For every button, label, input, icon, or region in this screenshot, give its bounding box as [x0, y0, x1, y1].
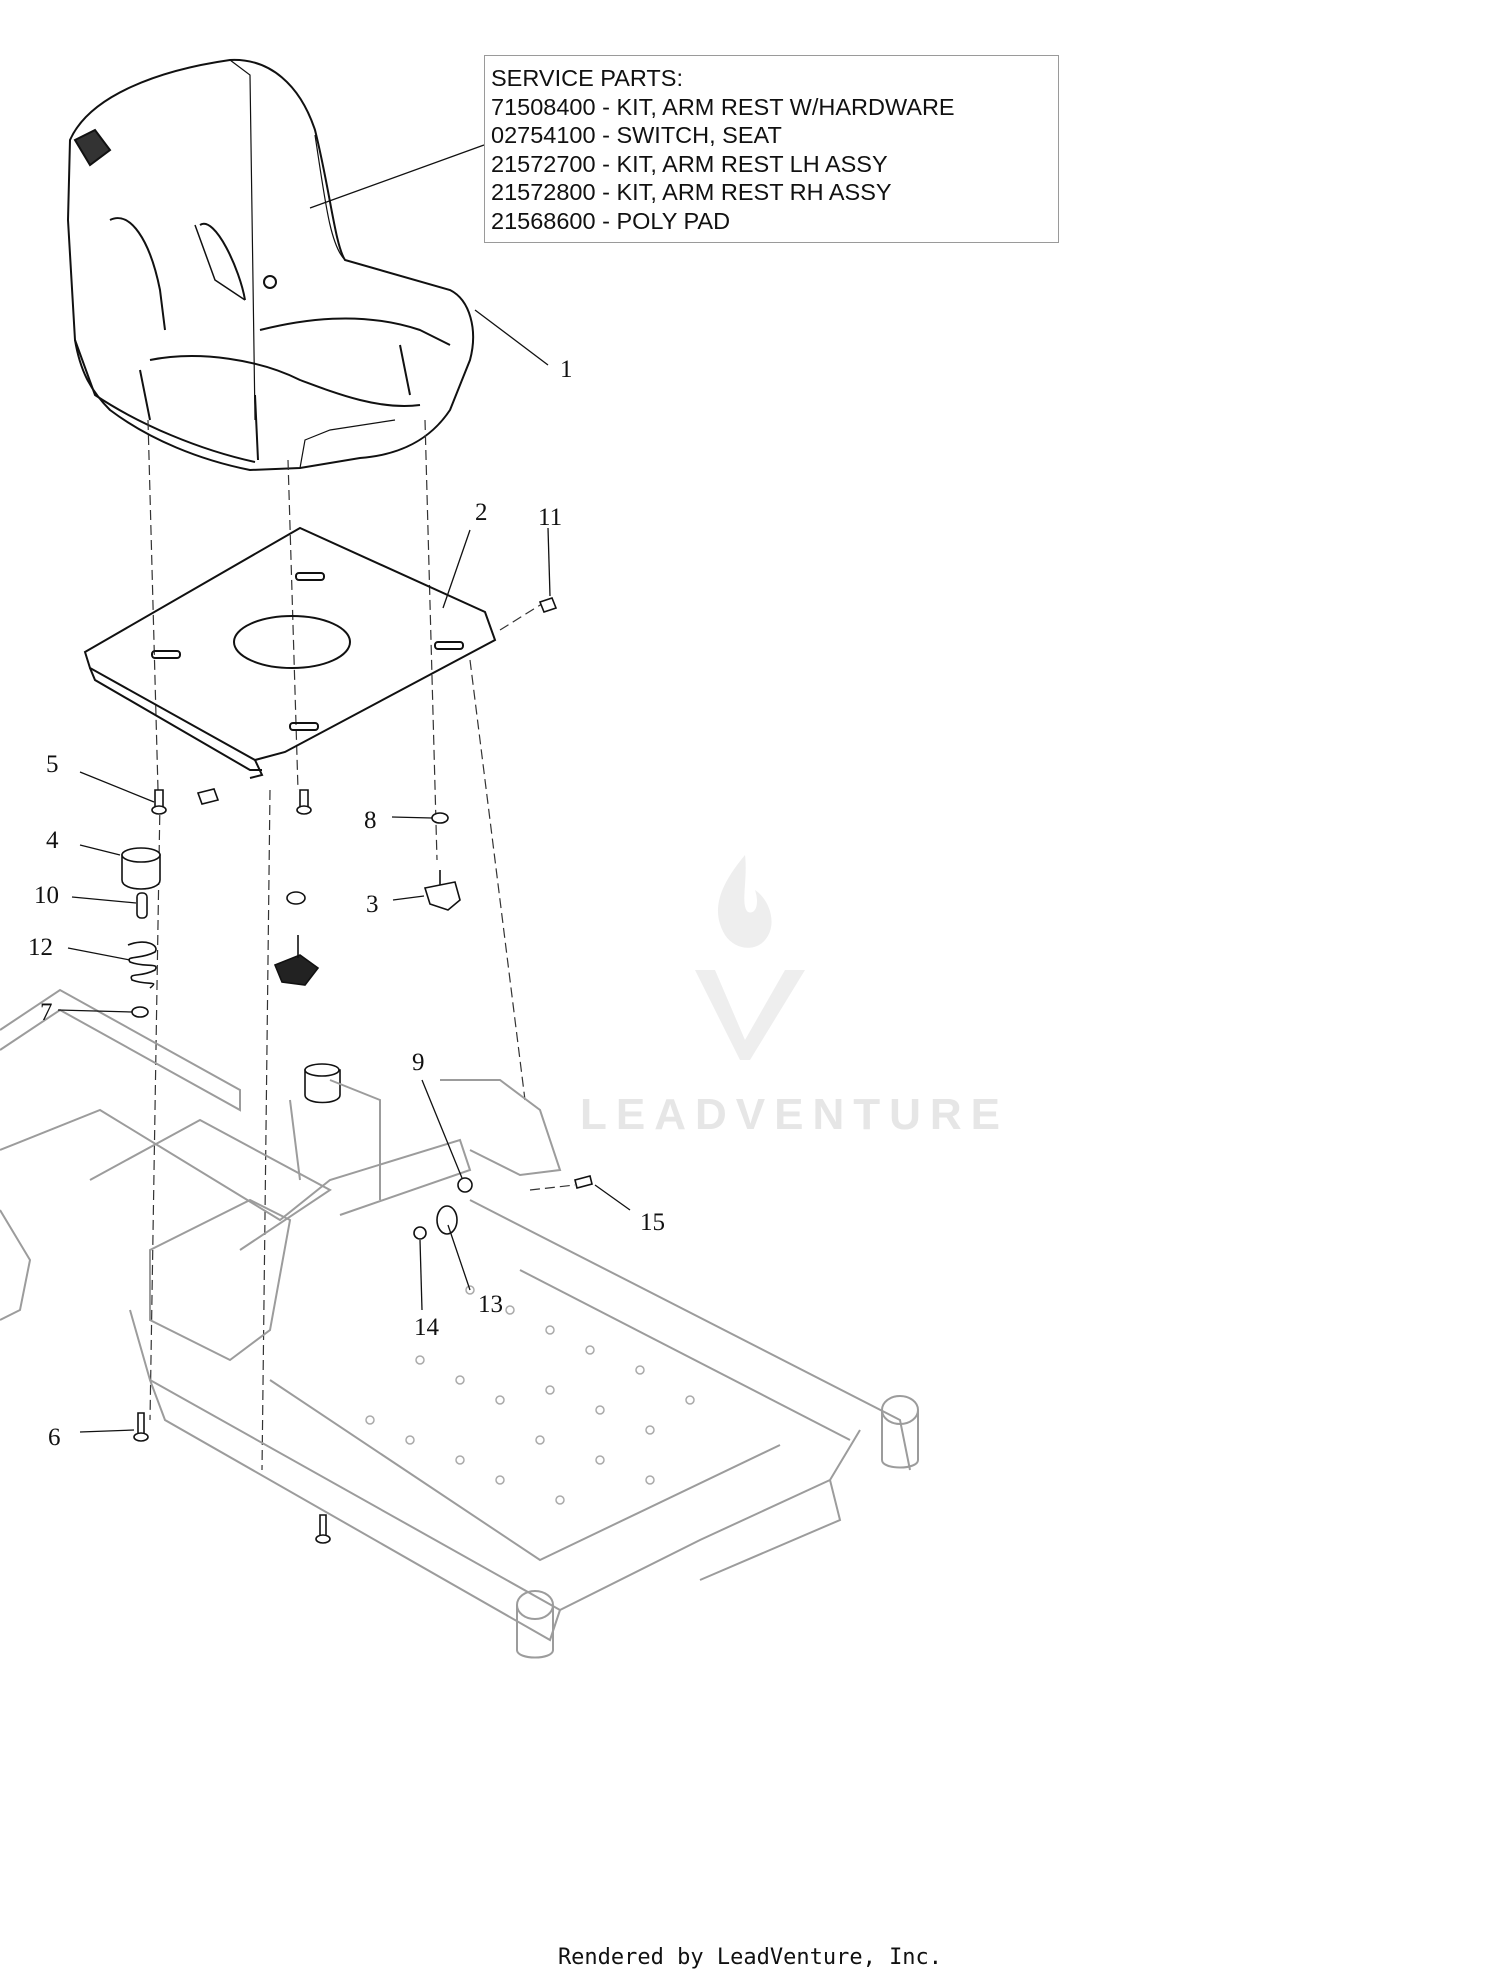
watermark-text: LEADVENTURE: [580, 1090, 1010, 1139]
callout-7[interactable]: 7: [40, 999, 53, 1026]
service-parts-leader: [309, 144, 485, 209]
callout-leaders: [57, 527, 631, 1433]
seat: [66, 58, 474, 472]
mower-frame: [0, 988, 919, 1659]
callout-5[interactable]: 5: [46, 751, 59, 778]
assembly-alignment-lines: [147, 419, 576, 1471]
callout-15[interactable]: 15: [640, 1209, 665, 1236]
callout-1[interactable]: 1: [560, 356, 573, 383]
callout-1-leader: [474, 309, 549, 366]
footer-credit: Rendered by LeadVenture, Inc.: [557, 1945, 943, 1970]
callout-6[interactable]: 6: [48, 1424, 61, 1451]
callout-12[interactable]: 12: [28, 934, 53, 961]
callout-14[interactable]: 14: [414, 1314, 439, 1341]
service-parts-title: SERVICE PARTS:: [491, 65, 683, 91]
hardware-parts: [121, 597, 593, 1544]
service-parts-box: SERVICE PARTS: 71508400 - KIT, ARM REST …: [484, 55, 1059, 243]
service-part-line: 21572800 - KIT, ARM REST RH ASSY: [491, 179, 892, 205]
callout-13[interactable]: 13: [478, 1291, 503, 1318]
callout-3[interactable]: 3: [366, 891, 379, 918]
callout-2[interactable]: 2: [475, 499, 488, 526]
seat-mounting-plate: [83, 526, 497, 779]
service-part-line: 02754100 - SWITCH, SEAT: [491, 122, 782, 148]
callout-8[interactable]: 8: [364, 807, 377, 834]
service-part-line: 21572700 - KIT, ARM REST LH ASSY: [491, 150, 888, 177]
callout-9[interactable]: 9: [412, 1049, 425, 1076]
callout-10[interactable]: 10: [34, 882, 59, 909]
service-part-line: 21568600 - POLY PAD: [491, 207, 731, 234]
leadventure-logo-watermark: [695, 855, 805, 1060]
callout-11[interactable]: 11: [538, 504, 563, 531]
floor-plate-holes: [365, 1285, 695, 1505]
callout-4[interactable]: 4: [46, 827, 59, 854]
service-part-line: 71508400 - KIT, ARM REST W/HARDWARE: [491, 93, 955, 120]
